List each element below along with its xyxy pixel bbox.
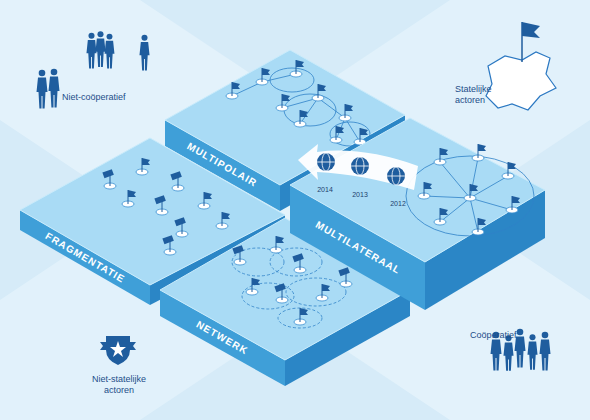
non-state-badge (100, 336, 136, 365)
year-label: 2012 (390, 199, 406, 208)
quadrant-caption: Niet-statelijke actoren (84, 374, 154, 396)
quadrant-caption: Niet-coöperatief (62, 92, 126, 103)
platform: MULTILATERAAL (290, 118, 545, 310)
people-group (37, 31, 150, 108)
quadrant-caption: Coöperatief (470, 330, 517, 341)
year-label: 2014 (317, 185, 333, 194)
state-map (486, 22, 556, 110)
quadrant-caption: Statelijke actoren (455, 84, 509, 106)
year-label: 2013 (352, 190, 368, 199)
